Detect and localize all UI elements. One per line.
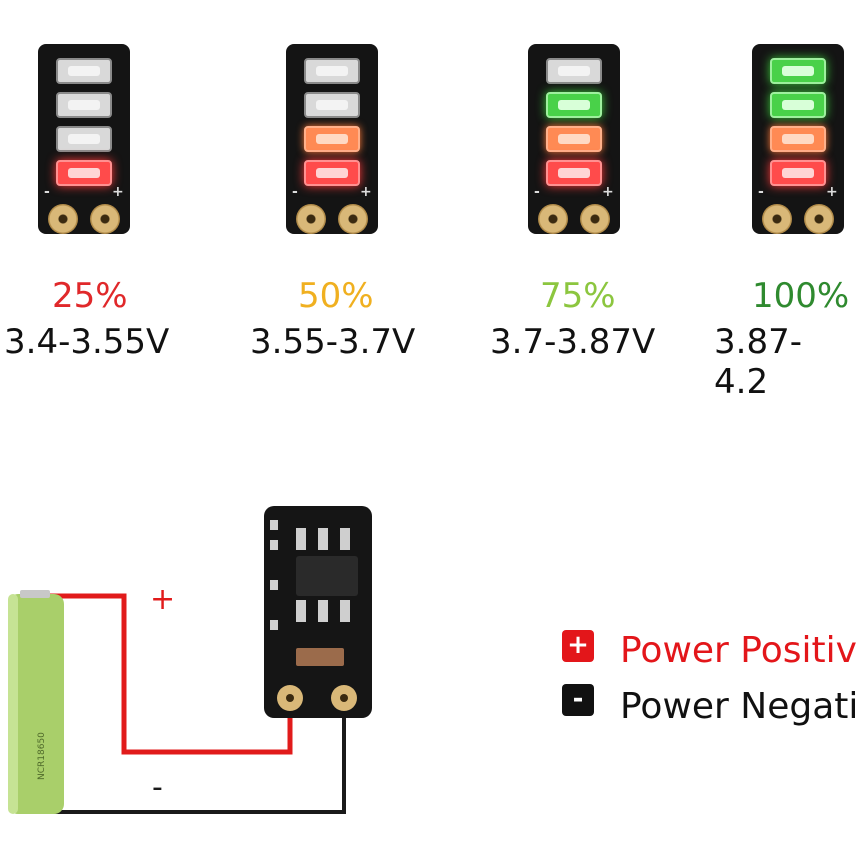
minus-sign: - [534,184,540,200]
led-4-off [546,58,602,84]
wire-plus-label: + [150,582,176,617]
indicator-board-100: - + [752,44,844,234]
positive-legend-text: Power Positiv [620,630,856,671]
led-4-off [304,58,360,84]
led-1-red [304,160,360,186]
percent-label-100: 100% [752,276,850,316]
minus-sign: - [292,184,298,200]
percent-label-75: 75% [540,276,616,316]
solder-pad-negative [762,204,792,234]
solder-pad-positive [580,204,610,234]
plus-sign: + [112,184,124,200]
led-3-green [546,92,602,118]
voltage-label-75: 3.7-3.87V [490,322,656,362]
solder-pad-negative [296,204,326,234]
positive-legend-icon: + [562,630,594,662]
solder-pad-negative [48,204,78,234]
plus-sign: + [826,184,838,200]
led-1-red [546,160,602,186]
led-1-red [56,160,112,186]
solder-pad-positive [804,204,834,234]
positive-wire [40,593,293,755]
led-2-orange [304,126,360,152]
led-3-green [770,92,826,118]
led-4-off [56,58,112,84]
led-4-green [770,58,826,84]
voltage-label-50: 3.55-3.7V [250,322,416,362]
solder-pad-positive [90,204,120,234]
negative-wire [40,708,346,814]
solder-pad-negative [538,204,568,234]
indicator-board-75: - + [528,44,620,234]
led-1-red [770,160,826,186]
led-2-orange [546,126,602,152]
indicator-board-25: - + [38,44,130,234]
led-3-off [56,92,112,118]
percent-label-50: 50% [298,276,374,316]
plus-sign: + [360,184,372,200]
minus-sign: - [758,184,764,200]
battery: NCR18650 [8,590,64,814]
solder-pad-positive [338,204,368,234]
negative-legend-text: Power Negati [620,686,856,727]
led-2-off [56,126,112,152]
plus-sign: + [602,184,614,200]
led-2-orange [770,126,826,152]
indicator-board-50: - + [286,44,378,234]
percent-label-25: 25% [52,276,128,316]
voltage-label-25: 3.4-3.55V [4,322,170,362]
minus-sign: - [44,184,50,200]
negative-legend-icon: - [562,684,594,716]
led-3-off [304,92,360,118]
wire-minus-label: - [152,770,163,805]
svg-text:NCR18650: NCR18650 [37,732,47,780]
voltage-label-100: 3.87-4.2 [714,322,802,402]
protection-module [264,506,372,718]
